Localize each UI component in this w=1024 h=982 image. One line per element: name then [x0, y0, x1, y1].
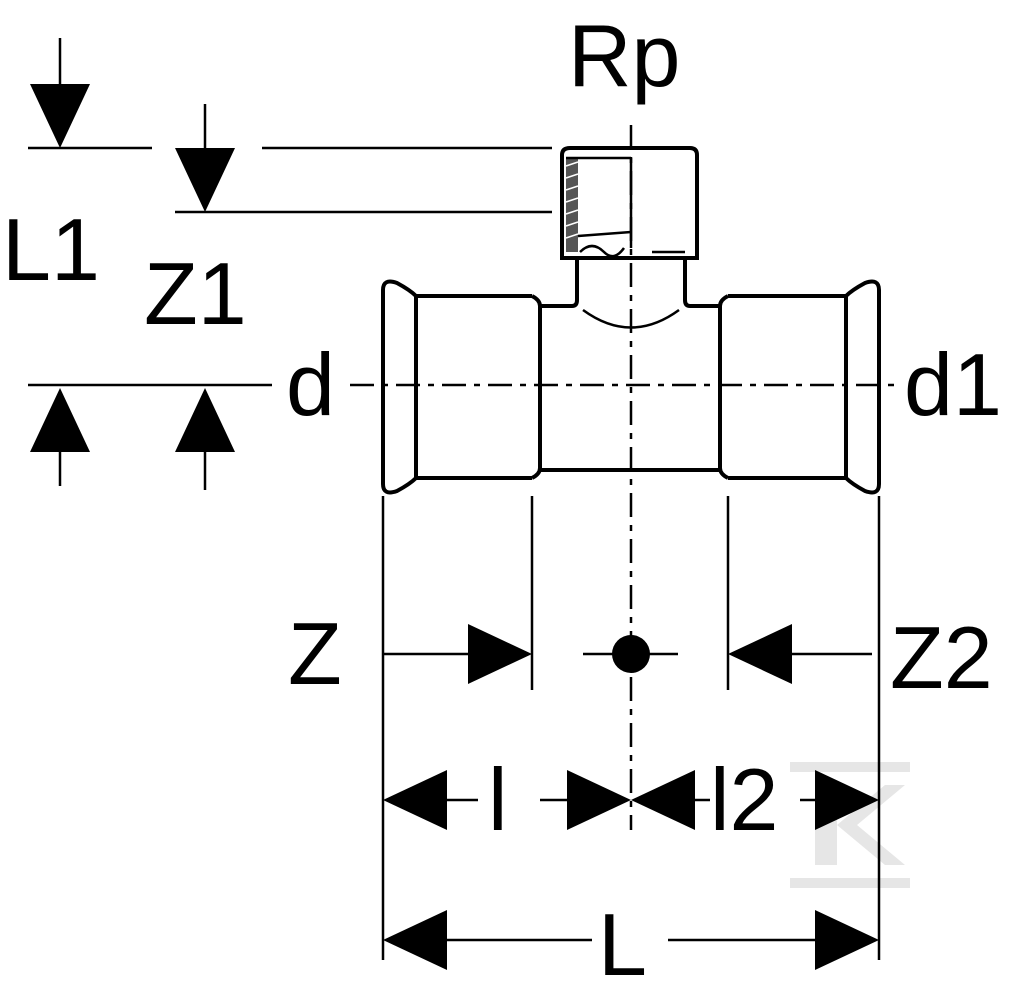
dimension-arrows — [30, 38, 879, 970]
run-top-left — [540, 258, 579, 308]
dimension-labels: Rp L1 Z1 d d1 Z Z2 l l2 L — [2, 6, 1002, 982]
l1-arrow-up — [30, 388, 90, 452]
label-rp: Rp — [568, 6, 681, 105]
label-l2: l2 — [710, 750, 779, 849]
branch-outer — [560, 146, 699, 260]
label-l: l — [488, 750, 508, 849]
label-d: d — [286, 335, 335, 434]
right-socket-step — [718, 294, 729, 480]
tee-fitting-body — [381, 146, 881, 495]
z1-arrow-up — [175, 388, 235, 452]
branch-break-line — [579, 244, 626, 258]
z1-arrow-down — [175, 148, 235, 212]
left-socket-step — [531, 294, 542, 480]
label-d1: d1 — [904, 335, 1002, 434]
watermark-logo — [790, 762, 910, 888]
z-arrow-right — [468, 624, 532, 684]
l-arrow-right — [567, 770, 631, 830]
right-press-end — [844, 279, 881, 495]
center-lines — [350, 125, 900, 830]
label-L: L — [598, 895, 647, 982]
l2-arrow-left — [631, 770, 695, 830]
l2-arrow-right — [815, 770, 879, 830]
label-z2: Z2 — [890, 608, 993, 707]
run-top-right — [683, 258, 720, 308]
L-arrow-right — [815, 910, 879, 970]
l1-arrow-down — [30, 84, 90, 148]
label-l1: L1 — [2, 200, 100, 299]
label-z1: Z1 — [144, 244, 247, 343]
left-press-end — [381, 279, 418, 495]
label-z: Z — [288, 604, 342, 703]
z2-arrow-left — [728, 624, 792, 684]
extension-lines — [28, 146, 881, 960]
branch-thread-end — [577, 230, 632, 238]
l-arrow-left — [383, 770, 447, 830]
branch-thread-hatch — [566, 158, 578, 252]
branch-thread-lines — [565, 161, 579, 239]
L-arrow-left — [383, 910, 447, 970]
